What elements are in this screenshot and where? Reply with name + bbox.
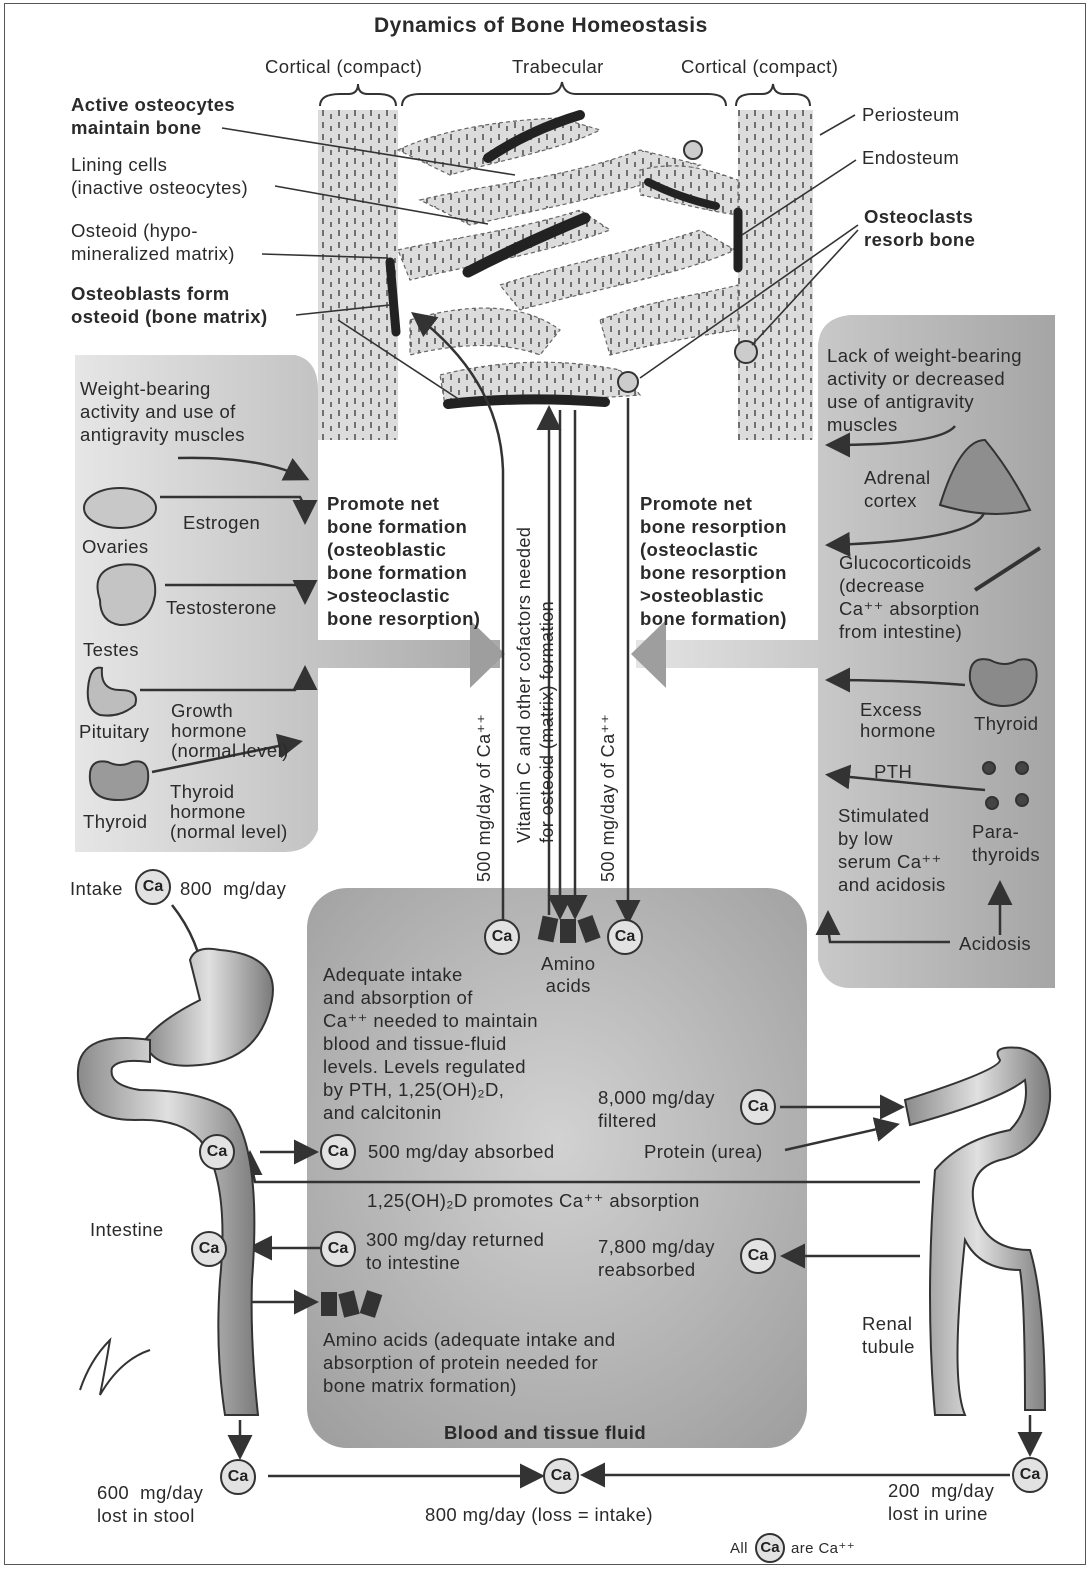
label-adrenal-cortex: Adrenal cortex (864, 466, 931, 512)
label-thyroid-hormone: Thyroid hormone (normal level) (170, 782, 288, 842)
label-amino-protein: Amino acids (adequate intake and absorpt… (323, 1328, 616, 1397)
ca-badge-stool: Ca (220, 1459, 256, 1495)
label-acidosis: Acidosis (959, 932, 1031, 955)
testes-icon (98, 564, 156, 625)
label-endosteum: Endosteum (862, 146, 959, 169)
label-vitamin-c-line1: Vitamin C and other cofactors needed (514, 527, 535, 843)
label-pituitary: Pituitary (79, 720, 149, 743)
label-lining-cells: Lining cells (inactive osteocytes) (71, 153, 248, 199)
thyroid-icon-left (90, 761, 148, 800)
label-balance: 800 mg/day (loss = intake) (425, 1503, 653, 1526)
label-lost-stool: 600 mg/day lost in stool (97, 1481, 203, 1527)
label-returned: 300 mg/day returned to intestine (366, 1228, 544, 1274)
label-estrogen: Estrogen (183, 511, 260, 534)
region-cortical-left: Cortical (compact) (265, 55, 422, 78)
label-adequate-intake: Adequate intake and absorption of Ca⁺⁺ n… (323, 963, 538, 1124)
legend-prefix: All (730, 1537, 748, 1560)
bone-illustration (318, 82, 813, 440)
renal-tubule-icon (905, 1048, 1050, 1416)
thyroid-icon-right (970, 659, 1037, 706)
label-parathyroids: Para- thyroids (972, 820, 1040, 866)
label-ovaries: Ovaries (82, 535, 149, 558)
page-title: Dynamics of Bone Homeostasis (374, 14, 708, 37)
ca-badge-absorbed: Ca (320, 1134, 356, 1170)
ca-badge-intestine-lower: Ca (191, 1231, 227, 1267)
label-promotes-absorption: 1,25(OH)₂D promotes Ca⁺⁺ absorption (367, 1189, 700, 1212)
label-pth: PTH (874, 760, 912, 783)
label-growth-hormone: Growth hormone (normal level) (171, 701, 289, 761)
ca-badge-bone-right: Ca (607, 919, 643, 955)
label-osteoid: Osteoid (hypo- mineralized matrix) (71, 219, 235, 265)
label-filtered: 8,000 mg/day filtered (598, 1086, 715, 1132)
label-promote-resorption: Promote net bone resorption (osteoclasti… (640, 492, 787, 630)
label-thyroid-right: Thyroid (974, 712, 1039, 735)
label-excess-hormone: Excess hormone (860, 699, 936, 741)
ca-badge-returned: Ca (320, 1231, 356, 1267)
label-protein-urea: Protein (urea) (644, 1140, 763, 1163)
ca-badge-urine: Ca (1012, 1457, 1048, 1493)
label-reabsorbed: 7,800 mg/day reabsorbed (598, 1235, 715, 1281)
label-intake-amount: 800 mg/day (180, 877, 286, 900)
ca-badge-filtered: Ca (740, 1089, 776, 1125)
label-absorbed: 500 mg/day absorbed (368, 1140, 555, 1163)
region-trabecular: Trabecular (512, 55, 604, 78)
ovary-icon (84, 488, 156, 528)
artist-signature (80, 1340, 150, 1395)
label-stimulated: Stimulated by low serum Ca⁺⁺ and acidosi… (838, 804, 946, 896)
label-right-ca-flux: 500 mg/day of Ca⁺⁺ (598, 714, 619, 882)
ca-badge-reabsorbed: Ca (740, 1238, 776, 1274)
label-left-ca-flux: 500 mg/day of Ca⁺⁺ (474, 714, 495, 882)
label-promote-formation: Promote net bone formation (osteoblastic… (327, 492, 480, 630)
label-vitamin-c-line2: for osteoid (matrix) formation (537, 601, 558, 843)
label-lost-urine: 200 mg/day lost in urine (888, 1479, 994, 1525)
ca-badge-intestine-upper: Ca (199, 1134, 235, 1170)
label-intestine: Intestine (90, 1218, 164, 1241)
legend-ca-badge: Ca (755, 1533, 785, 1563)
label-weight-bearing: Weight-bearing activity and use of antig… (80, 377, 245, 446)
stomach-icon (145, 949, 273, 1066)
label-intake: Intake (70, 877, 123, 900)
label-testosterone: Testosterone (166, 596, 277, 619)
ca-badge-balance: Ca (543, 1458, 579, 1494)
label-glucocorticoids: Glucocorticoids (decrease Ca⁺⁺ absorptio… (839, 551, 980, 643)
region-cortical-right: Cortical (compact) (681, 55, 838, 78)
label-osteoblasts: Osteoblasts form osteoid (bone matrix) (71, 282, 268, 328)
parathyroid-icon (983, 762, 995, 774)
label-periosteum: Periosteum (862, 103, 960, 126)
label-lack-weight-bearing: Lack of weight-bearing activity or decre… (827, 344, 1022, 436)
label-amino-acids: Amino acids (541, 953, 595, 997)
ca-badge-bone-left: Ca (484, 919, 520, 955)
label-testes: Testes (83, 638, 139, 661)
ca-badge-intake: Ca (135, 869, 171, 905)
label-osteoclasts: Osteoclasts resorb bone (864, 205, 975, 251)
label-thyroid-left: Thyroid (83, 810, 148, 833)
label-renal-tubule: Renal tubule (862, 1312, 915, 1358)
label-active-osteocytes: Active osteocytes maintain bone (71, 93, 235, 139)
label-blood-tissue-fluid: Blood and tissue fluid (444, 1421, 646, 1444)
legend-suffix: are Ca⁺⁺ (791, 1537, 855, 1560)
